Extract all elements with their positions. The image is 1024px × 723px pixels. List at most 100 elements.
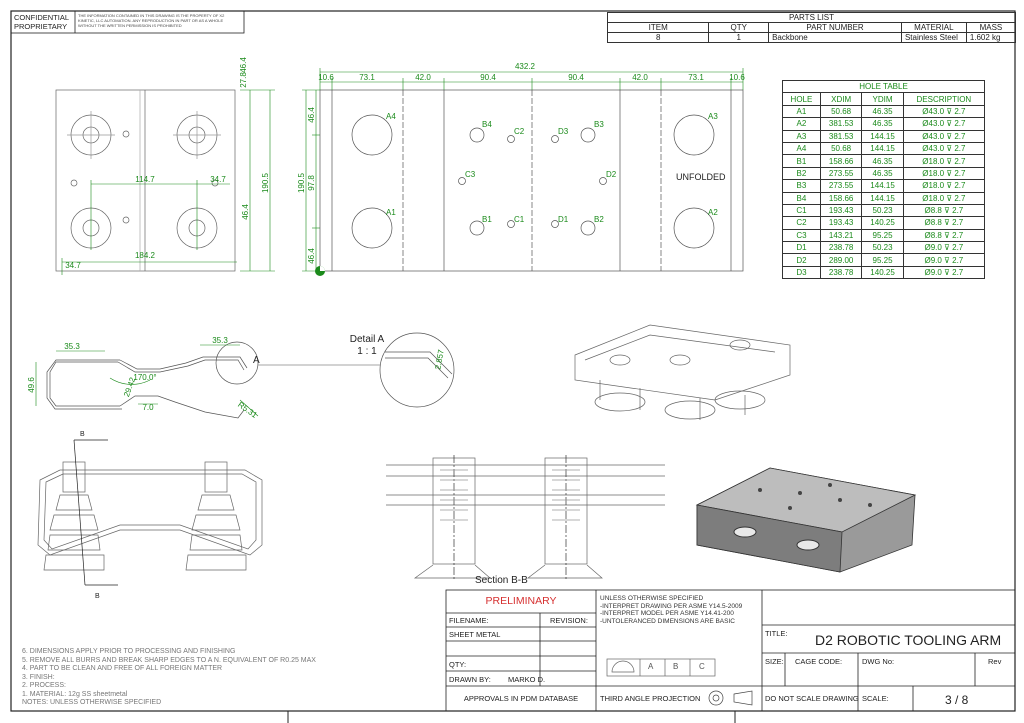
dim-35-3-a: 35.3 bbox=[64, 342, 80, 351]
hole-cell-hole: A3 bbox=[782, 129, 821, 143]
dim-46-4-top-left: 46.4 bbox=[239, 57, 248, 73]
dim-34-7-a: 34.7 bbox=[210, 175, 226, 184]
title-label: TITLE: bbox=[765, 629, 788, 638]
hole-cell-x: 273.55 bbox=[819, 179, 863, 193]
parts-col-qty: QTY bbox=[708, 22, 770, 33]
dim-90-4-left: 90.4 bbox=[480, 73, 496, 82]
general-notes: 6. DIMENSIONS APPLY PRIOR TO PROCESSING … bbox=[22, 648, 316, 706]
dim-190-5-center: 190.5 bbox=[297, 172, 306, 193]
filename-value: SHEET METAL bbox=[449, 630, 501, 639]
hole-cell-hole: D1 bbox=[782, 241, 821, 255]
hole-cell-hole: D3 bbox=[782, 265, 821, 280]
hole-cell-y: 46.35 bbox=[861, 104, 904, 119]
hole-label-a1: A1 bbox=[386, 208, 396, 217]
datum-b: B bbox=[673, 662, 679, 671]
dim-34-7-b: 34.7 bbox=[65, 261, 81, 270]
hole-cell-desc: Ø43.0 ⊽ 2.7 bbox=[902, 117, 986, 131]
dim-35-3-b: 35.3 bbox=[212, 336, 228, 345]
hole-cell-desc: Ø8.8 ⊽ 2.7 bbox=[902, 228, 986, 243]
detail-a-callout: A bbox=[253, 355, 260, 366]
hole-cell-desc: Ø18.0 ⊽ 2.7 bbox=[902, 191, 986, 205]
hole-label-d1: D1 bbox=[558, 215, 569, 224]
parts-row: 8 1 Backbone Stainless Steel 1.602 kg bbox=[606, 32, 1017, 43]
hole-cell-y: 95.25 bbox=[861, 228, 904, 243]
hole-label-a2: A2 bbox=[708, 208, 718, 217]
drawn-by-value: MARKO D. bbox=[508, 675, 546, 684]
dim-114-7: 114.7 bbox=[135, 175, 155, 184]
hole-table-title: HOLE TABLE bbox=[782, 79, 985, 94]
section-bb-label: Section B-B bbox=[475, 575, 528, 586]
hole-cell-y: 144.15 bbox=[861, 129, 904, 143]
hole-cell-x: 193.43 bbox=[819, 203, 863, 218]
hole-cell-y: 144.15 bbox=[861, 141, 904, 156]
dim-46-4-bottom: 46.4 bbox=[307, 248, 316, 264]
parts-list-title: PARTS LIST bbox=[607, 12, 1016, 23]
hole-cell-x: 158.66 bbox=[819, 191, 863, 205]
hole-cell-desc: Ø18.0 ⊽ 2.7 bbox=[902, 179, 986, 193]
iso-view-assembly bbox=[574, 324, 791, 420]
hole-cell-y: 50.23 bbox=[861, 241, 904, 255]
dim-73-1-right: 73.1 bbox=[688, 73, 704, 82]
hole-label-c1: C1 bbox=[514, 215, 525, 224]
hole-cell-x: 50.68 bbox=[819, 141, 863, 156]
hole-cell-desc: Ø43.0 ⊽ 2.7 bbox=[902, 104, 986, 119]
hole-cell-hole: A1 bbox=[782, 104, 821, 119]
hole-cell-desc: Ø9.0 ⊽ 2.7 bbox=[902, 265, 986, 280]
hole-cell-desc: Ø43.0 ⊽ 2.7 bbox=[902, 129, 986, 143]
dim-r5-31: R5.31 bbox=[236, 400, 259, 420]
hole-table: HOLE TABLE HOLE XDIM YDIM DESCRIPTION A1… bbox=[782, 79, 986, 280]
dim-overall: 432.2 bbox=[515, 62, 536, 71]
hole-cell-x: 238.78 bbox=[819, 241, 863, 255]
dim-46-4-left: 46.4 bbox=[241, 204, 250, 220]
hole-label-c2: C2 bbox=[514, 127, 525, 136]
section-bb bbox=[386, 455, 665, 580]
dim-27-8: 27.8 bbox=[239, 72, 248, 88]
hole-cell-hole: A4 bbox=[782, 141, 821, 156]
hole-cell-hole: C3 bbox=[782, 228, 821, 243]
datum-a: A bbox=[648, 662, 654, 671]
detail-a-title: Detail A bbox=[350, 334, 385, 345]
hole-cell-y: 140.25 bbox=[861, 265, 904, 280]
hole-cell-desc: Ø8.8 ⊽ 2.7 bbox=[902, 203, 986, 218]
hole-cell-hole: C2 bbox=[782, 216, 821, 230]
unfolded-view bbox=[319, 89, 744, 272]
dim-42-left: 42.0 bbox=[415, 73, 431, 82]
hole-cell-hole: B1 bbox=[782, 154, 821, 168]
hole-cell-desc: Ø43.0 ⊽ 2.7 bbox=[902, 141, 986, 156]
drawing-title: D2 ROBOTIC TOOLING ARM bbox=[815, 632, 1002, 648]
preliminary-label: PRELIMINARY bbox=[485, 595, 557, 607]
hole-cell-desc: Ø18.0 ⊽ 2.7 bbox=[902, 166, 986, 181]
dim-42-right: 42.0 bbox=[632, 73, 648, 82]
hole-cell-y: 46.35 bbox=[861, 166, 904, 181]
hole-label-b4: B4 bbox=[482, 120, 492, 129]
hole-cell-x: 273.55 bbox=[819, 166, 863, 181]
parts-col-mass: MASS bbox=[965, 22, 1017, 33]
dwg-no-label: DWG No: bbox=[862, 657, 895, 666]
hole-cell-x: 381.53 bbox=[819, 117, 863, 131]
dim-46-4-top: 46.4 bbox=[307, 107, 316, 123]
scale-label: SCALE: bbox=[862, 694, 889, 703]
datum-frame bbox=[606, 658, 716, 677]
parts-list: PARTS LIST ITEM QTY PART NUMBER MATERIAL… bbox=[606, 12, 1017, 43]
hole-cell-y: 144.15 bbox=[861, 179, 904, 193]
hole-col-xdim: XDIM bbox=[819, 92, 863, 106]
front-view-cups bbox=[37, 439, 263, 586]
hole-label-b3: B3 bbox=[594, 120, 604, 129]
hole-label-d3: D3 bbox=[558, 127, 569, 136]
dim-73-1-left: 73.1 bbox=[359, 73, 375, 82]
dim-29-42: 29.42 bbox=[122, 376, 137, 398]
datum-c: C bbox=[699, 662, 705, 671]
parts-col-item: ITEM bbox=[606, 22, 710, 33]
hole-cell-x: 50.68 bbox=[819, 104, 863, 119]
parts-col-part: PART NUMBER bbox=[768, 22, 902, 33]
section-b-top: B bbox=[80, 431, 85, 438]
